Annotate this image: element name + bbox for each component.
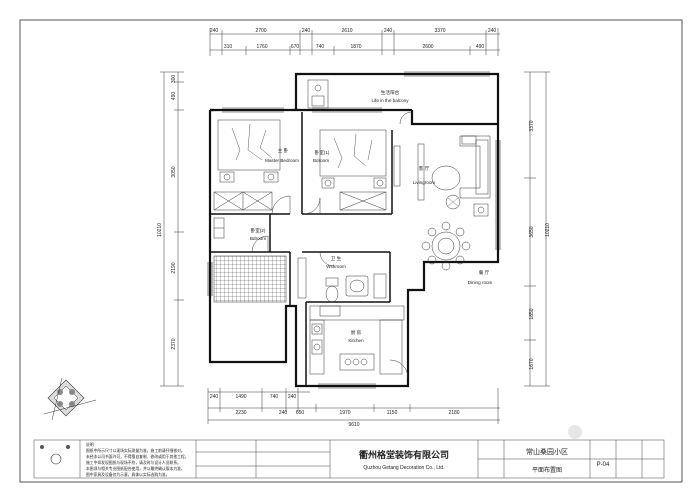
dim-left-2: 3050 — [171, 166, 177, 177]
dim-top-outer-1: 2700 — [255, 28, 266, 34]
room-living-en: Livingroom — [413, 180, 436, 185]
dim-top-outer-2: 240 — [302, 28, 311, 34]
walls — [208, 72, 500, 388]
dim-right-2: 1850 — [529, 308, 535, 319]
dim-bottom-mid-2: 650 — [296, 410, 305, 416]
company-name-en: Quzhou Getang Decoration Co., Ltd. — [363, 465, 444, 471]
room-dining-cn: 餐 厅 — [479, 269, 490, 276]
dim-right-0: 3370 — [529, 120, 535, 131]
dim-top-outer-3: 2610 — [341, 28, 352, 34]
dim-left-0: 300 — [171, 75, 177, 84]
notes-line-1: 未经本公司书面许可，不得擅自复制、修改或用于其他工程。 — [86, 454, 189, 459]
dim-bottom-mid-3: 1970 — [339, 410, 350, 416]
room-balcony-cn: 生活阳台 — [381, 89, 400, 96]
room-kitchen-en: Kitchen — [348, 338, 364, 343]
dim-top-outer-0: 240 — [210, 28, 219, 34]
notes-line-3: 本图须与相关专业图纸配合使用，并以最终确认版本为准。 — [86, 466, 185, 471]
dim-bottom-total: 9610 — [348, 422, 359, 428]
title-block — [33, 439, 665, 479]
dim-right-total: 10210 — [545, 223, 551, 237]
dim-left-3: 2190 — [171, 262, 177, 273]
drawing-name: 平面布置图 — [532, 466, 562, 474]
tiled-floor-area — [213, 255, 287, 303]
room-bath-cn: 卫 生 — [331, 255, 342, 261]
dim-left-1: 490 — [171, 92, 177, 101]
dim-top-inner-5: 2600 — [422, 44, 433, 50]
title-block-logo — [40, 445, 70, 465]
living-furniture — [417, 135, 491, 217]
bedroom-2-furniture — [213, 217, 225, 239]
dim-top-inner-4: 1870 — [350, 44, 361, 50]
dim-top-inner-1: 1760 — [256, 44, 267, 50]
room-bedroom1-en: Bdroom — [313, 158, 329, 163]
right-dimensions — [524, 71, 550, 387]
kitchen-fixtures — [309, 305, 405, 375]
dim-top-inner-0: 310 — [224, 44, 233, 50]
room-bath-en: Wshroom — [326, 264, 346, 269]
dim-bottom-mid-1: 240 — [279, 410, 288, 416]
bottom-dimensions — [207, 388, 500, 424]
windows — [207, 71, 501, 389]
room-master-en: Master Bedroom — [265, 158, 299, 163]
master-bed — [213, 119, 281, 211]
project-name: 常山桑园小区 — [526, 447, 568, 456]
dim-left-total: 10210 — [157, 223, 163, 237]
watermark-mark — [568, 425, 582, 439]
dim-bottom-mid-4: 1150 — [387, 410, 398, 416]
drawing-number: P-04 — [597, 462, 610, 468]
dim-bottom-inner-0: 240 — [210, 394, 219, 400]
room-balcony-en: Life in the balcony — [371, 98, 409, 103]
company-name-cn: 衢州格堂装饰有限公司 — [359, 449, 449, 460]
dim-top-outer-6: 240 — [488, 28, 497, 34]
dim-top-outer-5: 3370 — [434, 28, 445, 34]
inner-walls — [210, 112, 393, 386]
room-kitchen-cn: 厨 房 — [351, 329, 362, 336]
room-living-cn: 客 厅 — [419, 165, 430, 172]
dim-bottom-inner-2: 740 — [270, 394, 279, 400]
room-bedroom2-en: Bdroom — [250, 236, 266, 241]
room-master-cn: 主 卧 — [278, 147, 289, 154]
dim-bottom-inner-1: 1490 — [235, 394, 246, 400]
left-dimensions — [160, 71, 184, 387]
dim-bottom-mid-5: 2180 — [448, 410, 459, 416]
dim-right-3: 1670 — [529, 358, 535, 369]
dim-top-outer-4: 240 — [384, 28, 393, 34]
bathroom-fixtures — [297, 257, 387, 303]
room-bedroom1-cn: 卧室(1) — [315, 149, 330, 156]
dim-top-inner-6: 490 — [476, 44, 485, 50]
dim-left-4: 2370 — [171, 338, 177, 349]
dim-bottom-mid-0: 2230 — [235, 410, 246, 416]
dim-right-1: 3650 — [529, 226, 535, 237]
compass-symbol — [43, 377, 97, 421]
bedroom-1-furniture — [319, 129, 401, 211]
dim-top-inner-3: 740 — [316, 44, 325, 50]
dim-top-inner-2: 670 — [291, 44, 300, 50]
doors — [251, 111, 413, 379]
sheet-border — [19, 19, 683, 483]
notes-title: 说明 — [86, 442, 94, 447]
room-bedroom2-cn: 卧室(2) — [251, 227, 266, 234]
dim-bottom-inner-3: 240 — [288, 394, 297, 400]
notes-line-4: 图中家具及设备仅为示意，具体以实际选购为准。 — [86, 472, 170, 477]
balcony-fixtures — [307, 79, 329, 109]
notes-line-2: 施工中如发现图纸与现场不符，请及时与设计人员联系。 — [86, 460, 181, 465]
top-dimensions — [209, 28, 500, 56]
dining-table — [421, 221, 471, 271]
notes-line-0: 图纸中所示尺寸以现场实际测量为准，施工前请仔细核对。 — [86, 448, 185, 453]
room-dining-en: Dining room — [468, 280, 493, 285]
